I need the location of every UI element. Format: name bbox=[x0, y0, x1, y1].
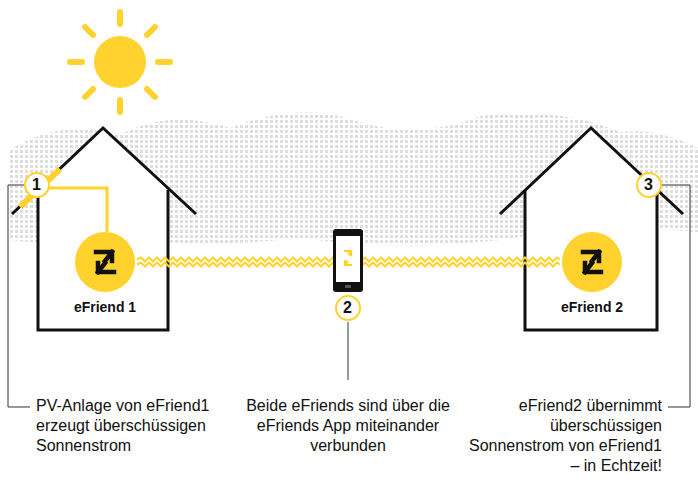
node-label: eFriend 2 bbox=[538, 299, 646, 315]
efriend-disc bbox=[562, 232, 622, 292]
house-1 bbox=[12, 128, 196, 330]
power-wire bbox=[48, 188, 107, 232]
node-label: eFriend 1 bbox=[51, 299, 159, 315]
callout-number: 2 bbox=[335, 295, 361, 321]
efriend-node: eFriend 1 bbox=[51, 232, 159, 315]
efriend-icon bbox=[562, 232, 622, 292]
efriend-disc bbox=[75, 232, 135, 292]
leader-lines bbox=[8, 185, 690, 407]
sun bbox=[70, 12, 170, 112]
callout-number: 1 bbox=[24, 172, 50, 198]
step-description: eFriend2 übernimmt überschüssigen Sonnen… bbox=[462, 396, 662, 476]
efriend-icon bbox=[75, 232, 135, 292]
step-description: Beide eFriends sind über die eFriends Ap… bbox=[240, 396, 456, 456]
efriend-node: eFriend 2 bbox=[538, 232, 646, 315]
step-description: PV-Anlage von eFriend1 erzeugt überschüs… bbox=[36, 396, 236, 456]
house-2 bbox=[500, 128, 683, 330]
callout-number: 3 bbox=[636, 172, 662, 198]
